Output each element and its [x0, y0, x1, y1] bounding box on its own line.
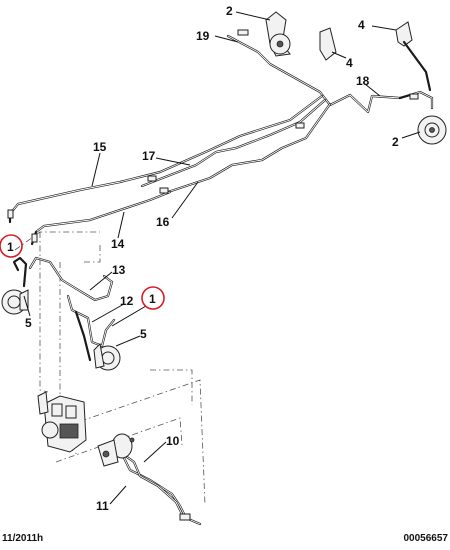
callout-18: 18 — [356, 74, 370, 88]
callout-4-mid: 4 — [346, 56, 353, 70]
highlight-markers — [0, 234, 165, 310]
callout-2-top: 2 — [226, 4, 233, 18]
caliper-right — [417, 115, 447, 145]
callout-10: 10 — [166, 434, 180, 448]
brake-pipes — [8, 34, 434, 526]
callout-2-right: 2 — [392, 135, 399, 149]
callout-16: 16 — [156, 215, 170, 229]
callout-labels: 2 19 4 4 18 2 15 17 16 14 1 13 1 12 5 5 … — [7, 4, 399, 513]
callout-14: 14 — [111, 237, 125, 251]
master-cylinder — [97, 433, 135, 467]
callout-19: 19 — [196, 29, 210, 43]
marker-left — [0, 234, 23, 258]
callout-5-right: 5 — [140, 327, 147, 341]
leader-lines — [23, 11, 421, 505]
callout-1-right: 1 — [149, 292, 156, 306]
callout-5-left: 5 — [25, 316, 32, 330]
callout-1-left: 1 — [7, 240, 14, 254]
caliper-left — [1, 289, 29, 315]
abs-modulator — [37, 391, 87, 453]
footer-date: 11/2011h — [2, 533, 43, 544]
callout-17: 17 — [142, 149, 156, 163]
brake-components — [1, 11, 447, 521]
callout-13: 13 — [112, 263, 126, 277]
pipe-unions — [7, 29, 419, 521]
callout-12: 12 — [120, 294, 134, 308]
caliper-top — [265, 11, 291, 57]
callout-15: 15 — [93, 140, 107, 154]
bracket-top — [319, 21, 432, 92]
footer-reference: 00056657 — [404, 533, 449, 544]
callout-4-top: 4 — [358, 18, 365, 32]
marker-right — [141, 286, 165, 310]
caliper-mid — [93, 342, 121, 371]
callout-11: 11 — [96, 499, 109, 513]
